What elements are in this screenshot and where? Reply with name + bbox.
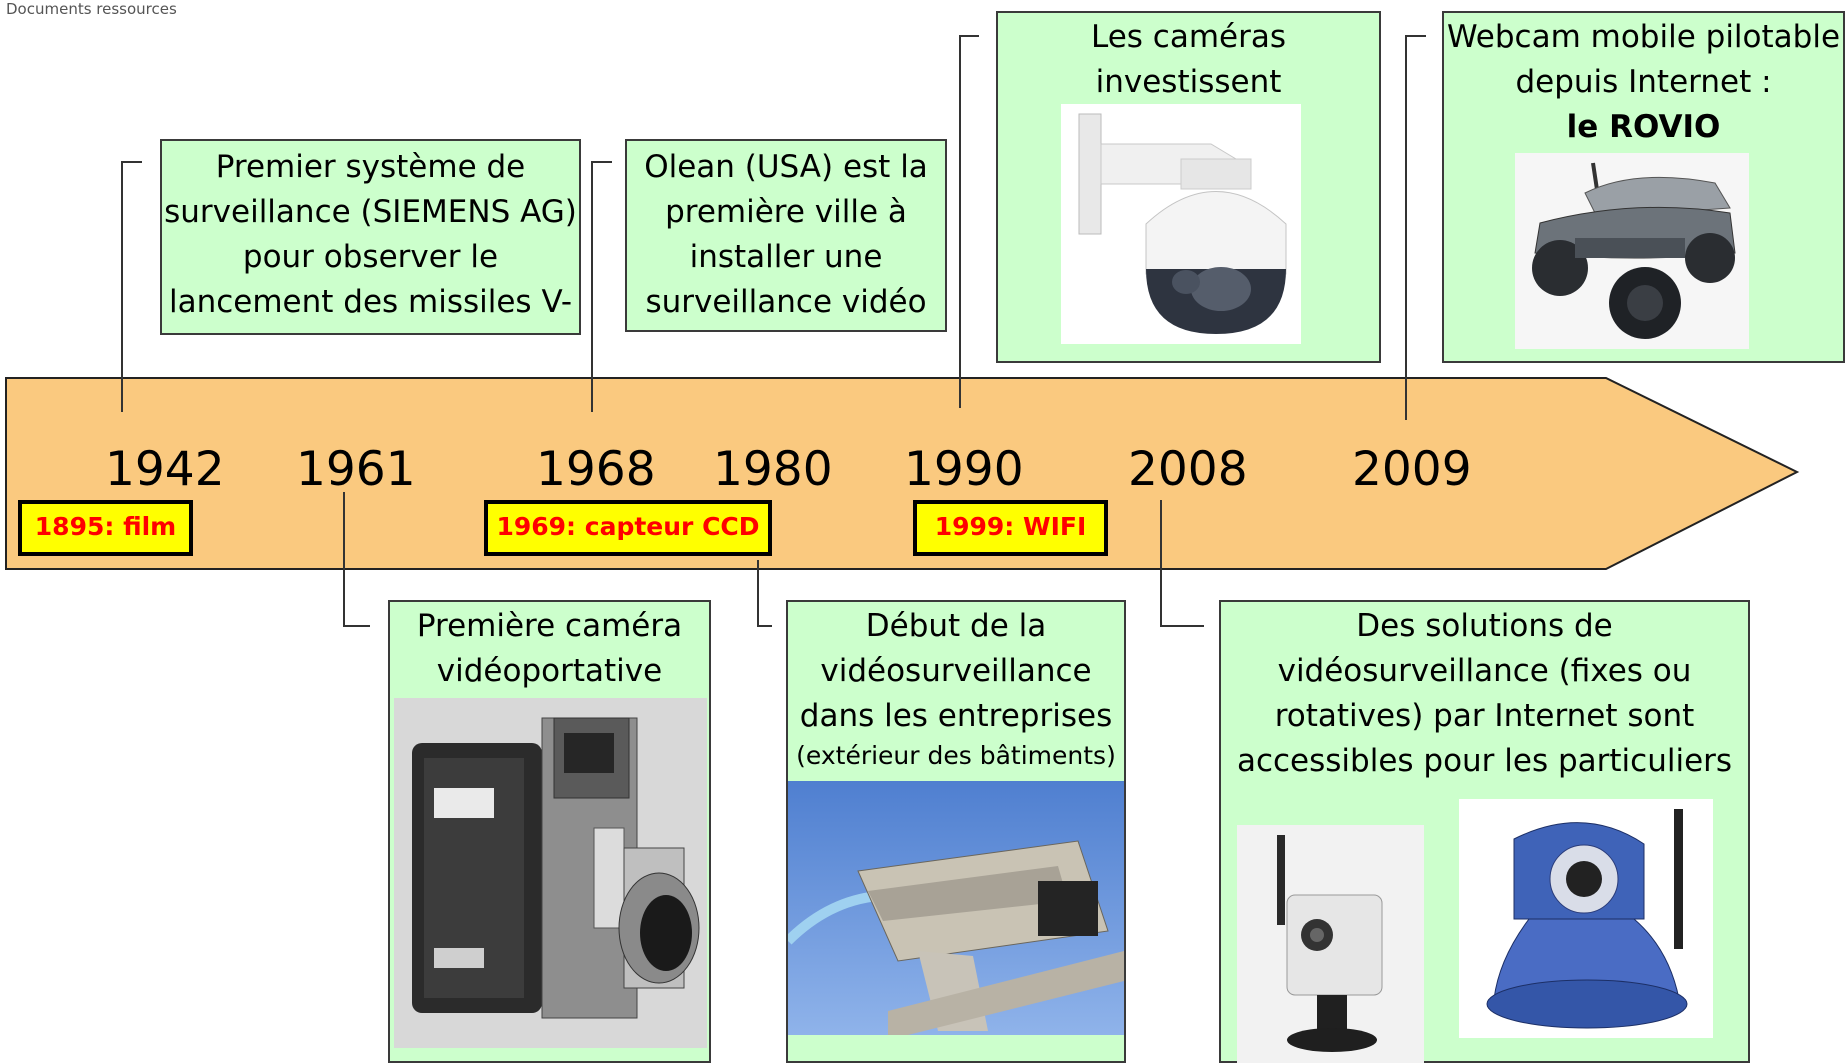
event-1942-box: Premier système de surveillance (SIEMENS…	[160, 139, 581, 335]
connector-1942	[121, 161, 142, 412]
event-line: surveillance (SIEMENS AG)	[164, 194, 577, 230]
event-line: dans les entreprises	[799, 698, 1113, 734]
event-line: Premier système de	[215, 149, 526, 185]
event-line: Début de la	[865, 608, 1047, 644]
timeline-arrow	[5, 377, 1800, 570]
connector-2009	[1405, 35, 1426, 420]
event-line: accessibles pour les particuliers	[1236, 743, 1733, 779]
dome-camera-photo	[1061, 104, 1301, 344]
year-1961: 1961	[296, 442, 416, 497]
event-line: première ville à	[665, 194, 907, 230]
event-line: Webcam mobile pilotable	[1446, 19, 1841, 55]
outdoor-cctv-camera-photo	[788, 781, 1124, 1035]
event-line: rotatives) par Internet sont	[1274, 698, 1695, 734]
vintage-movie-camera-photo	[394, 698, 707, 1048]
event-line: installer une	[689, 239, 883, 275]
year-1968: 1968	[536, 442, 656, 497]
tag-1999-wifi: 1999: WIFI	[913, 500, 1108, 556]
event-line: vidéoportative	[436, 653, 663, 689]
event-line: pour observer le	[242, 239, 499, 275]
connectors	[121, 35, 1426, 627]
ptz-webcam-photo	[1459, 799, 1713, 1038]
event-line: Des solutions de	[1356, 608, 1613, 644]
event-line: lancement des missiles V-2	[168, 284, 573, 333]
connector-2008	[1160, 500, 1204, 627]
connector-1980	[757, 560, 772, 627]
year-1990: 1990	[904, 442, 1024, 497]
connector-1990	[959, 35, 979, 408]
event-line: vidéosurveillance	[820, 653, 1092, 689]
year-1942: 1942	[105, 442, 225, 497]
year-1980: 1980	[713, 442, 833, 497]
event-line: depuis Internet :	[1515, 64, 1772, 100]
event-line: Première caméra	[416, 608, 683, 644]
rovio-robot-photo	[1515, 153, 1749, 349]
tag-1969-ccd: 1969: capteur CCD	[484, 500, 772, 556]
event-line: Olean (USA) est la	[644, 149, 928, 185]
event-line: vidéosurveillance (fixes ou	[1277, 653, 1692, 689]
connector-1961	[343, 492, 370, 627]
connector-1968	[591, 161, 612, 412]
event-line: Les caméras investissent	[1090, 19, 1286, 100]
event-line: surveillance vidéo	[645, 284, 927, 320]
year-2008: 2008	[1128, 442, 1248, 497]
tag-1895-film: 1895: film	[18, 500, 193, 556]
event-1968-box: Olean (USA) est la première ville à inst…	[625, 139, 947, 332]
year-2009: 2009	[1352, 442, 1472, 497]
ip-webcam-photo	[1237, 825, 1424, 1063]
event-small-line: (extérieur des bâtiments)	[796, 741, 1116, 770]
header-label: Documents ressources	[6, 0, 177, 18]
event-bold-line: le ROVIO	[1566, 109, 1721, 145]
